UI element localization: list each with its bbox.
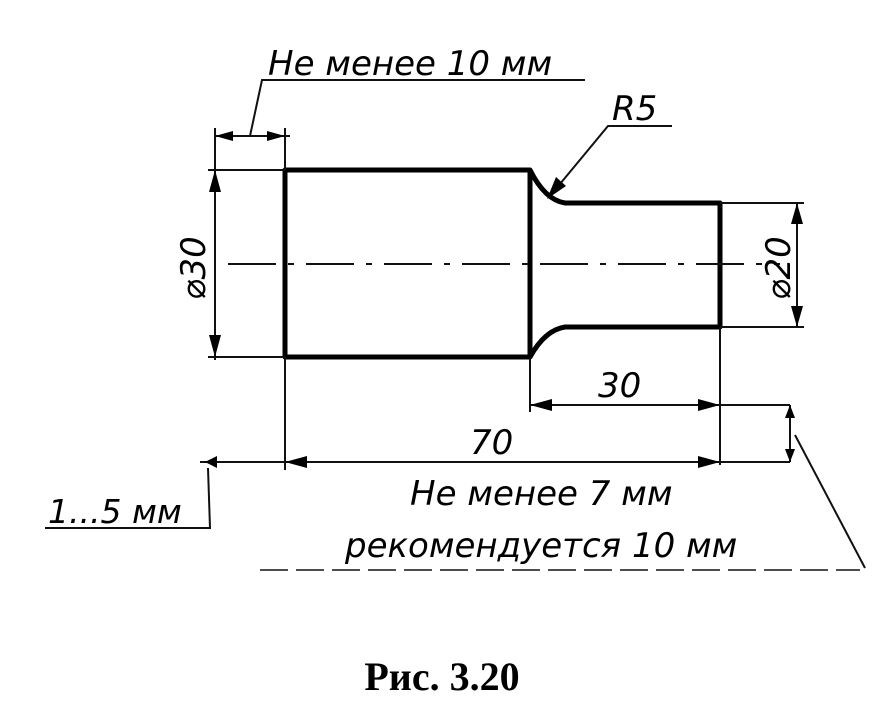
len-70-label: 70: [470, 423, 513, 463]
wall-min-label: Не менее 10 мм: [268, 44, 552, 84]
dia-20-label: ⌀20: [759, 236, 799, 300]
dim-dia-30: ⌀30: [174, 169, 285, 358]
dim-len-70: 70: [284, 357, 720, 470]
dia-30-label: ⌀30: [174, 236, 214, 300]
dim-wall-min: Не менее 10 мм: [215, 44, 585, 170]
len-30-label: 30: [598, 366, 641, 406]
fillet-label: R5: [612, 89, 657, 129]
figure-caption: Рис. 3.20: [364, 654, 519, 699]
dim-len-30: 30: [529, 327, 721, 465]
dim-fillet-r5: R5: [547, 89, 672, 199]
clamp-rec-label: рекомендуется 10 мм: [344, 526, 737, 566]
clamp-min-label: Не менее 7 мм: [410, 474, 672, 514]
dim-gap: 1...5 мм: [45, 456, 285, 531]
dim-dia-20: ⌀20: [720, 202, 804, 328]
gap-label: 1...5 мм: [48, 492, 182, 531]
dim-clamp: Не менее 7 мм рекомендуется 10 мм: [260, 404, 866, 571]
